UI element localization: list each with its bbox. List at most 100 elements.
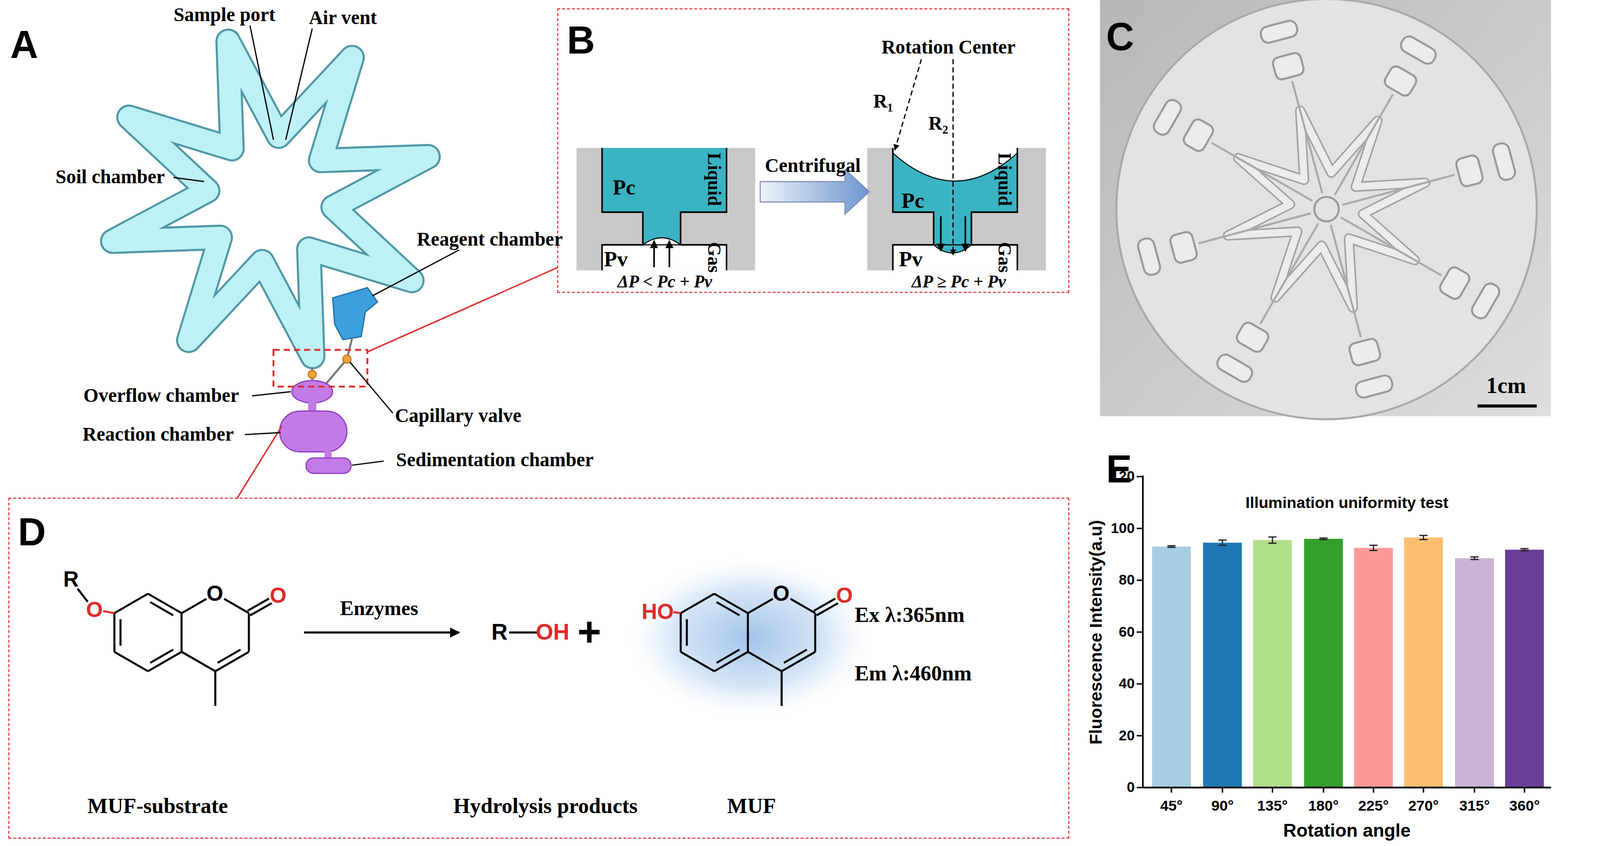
error-bar	[1221, 540, 1223, 546]
error-bar	[1167, 545, 1176, 547]
soil-chamber-outline	[112, 41, 429, 357]
channel-wall	[867, 147, 1046, 271]
liquid	[601, 147, 727, 245]
axis-tick-label: 80	[1118, 571, 1135, 589]
sedimentation-chamber	[306, 457, 351, 474]
axis-tick	[1523, 787, 1526, 793]
chip-chamber	[1136, 236, 1162, 277]
capillary-valve	[342, 355, 352, 364]
error-bar	[1419, 539, 1428, 541]
panel-text: Liquid	[703, 152, 725, 206]
channel-wall	[576, 147, 755, 271]
axis-tick-label: 60	[1118, 624, 1135, 641]
chemical-bond	[783, 649, 807, 663]
panel-text: Enzymes	[340, 597, 419, 621]
panel-text: Ex λ:365nm	[854, 602, 965, 628]
radius-line	[894, 58, 922, 150]
chemical-bond	[679, 613, 682, 653]
axis-tick	[1136, 735, 1143, 737]
error-bar	[1319, 539, 1328, 541]
chip-chamber	[1354, 373, 1395, 400]
panel-text: R	[491, 619, 508, 646]
error-bar	[1268, 536, 1277, 538]
panel-text: ΔP < Pc + Pv	[617, 272, 713, 293]
axis-tick-label: 0	[1126, 779, 1135, 796]
axis-tick	[1136, 683, 1143, 686]
error-bar	[1167, 546, 1176, 548]
chip-spoke	[1334, 94, 1393, 196]
panel-text: R₂	[928, 113, 948, 136]
chemical-bond	[113, 613, 116, 653]
panel-text: MUF-substrate	[87, 793, 229, 818]
x-axis	[1142, 786, 1552, 789]
chip-chamber	[1469, 281, 1502, 321]
part-name: Air vent	[309, 7, 377, 30]
part-name: Sample port	[173, 3, 276, 27]
channel	[324, 338, 352, 386]
category-label: 90°	[1211, 797, 1234, 815]
chemical-bond	[790, 599, 816, 614]
bar	[1202, 542, 1242, 788]
chip-chamber	[1382, 64, 1419, 99]
chip-chamber	[1258, 19, 1299, 45]
chemical-bond	[673, 612, 682, 614]
axis-tick	[1136, 579, 1143, 582]
leader-line	[349, 362, 393, 414]
part-name: Reagent chamber	[416, 228, 563, 251]
bar	[1304, 539, 1343, 788]
leader-line	[173, 177, 204, 182]
chip-chamber	[1491, 142, 1517, 182]
panel-text: O	[85, 597, 103, 623]
chemical-bond	[813, 598, 836, 611]
category-label: 180°	[1308, 797, 1339, 815]
leader-line	[285, 28, 313, 140]
pressure-arrow	[964, 216, 967, 252]
zoom-line	[236, 426, 282, 499]
axis-tick	[1271, 787, 1274, 793]
bar	[1151, 546, 1191, 788]
chemical-bond	[181, 599, 207, 614]
panel-letter: C	[1106, 14, 1135, 59]
panel-text: R	[63, 566, 79, 592]
leader-line	[252, 391, 291, 396]
error-bar	[1520, 547, 1529, 549]
panel-text: Pc	[612, 174, 636, 200]
chemical-bond	[119, 619, 122, 646]
zoom-line	[367, 267, 559, 352]
panel-text: Liquid	[994, 152, 1016, 206]
dashed-panel-box: BRotation CenterR₁R₂PcLiquidPvGasΔP < Pc…	[557, 8, 1070, 293]
error-bar	[1369, 544, 1378, 546]
category-label: 270°	[1408, 797, 1439, 815]
chemical-bond	[814, 613, 817, 653]
chemical-bond	[103, 611, 115, 614]
chemical-bond	[114, 593, 148, 613]
leader-line	[372, 250, 460, 296]
panel-text: Gas	[703, 242, 725, 273]
axis-tick-label: 40	[1118, 675, 1135, 692]
chip-channel	[1228, 110, 1426, 308]
error-bar	[1369, 549, 1378, 551]
chemical-bond	[780, 671, 783, 707]
chamber-neck	[308, 400, 317, 413]
chemical-bond	[250, 603, 272, 616]
category-label: 225°	[1358, 797, 1389, 815]
error-bar	[1271, 537, 1273, 544]
chemical-bond	[680, 593, 715, 613]
axis-tick	[1221, 787, 1224, 793]
axis-tick	[1136, 631, 1143, 633]
axis-tick	[1322, 787, 1325, 793]
overflow-chamber	[291, 380, 333, 404]
panel-letter: D	[17, 510, 46, 555]
error-bar	[1218, 544, 1227, 546]
chip-spoke	[1342, 174, 1456, 205]
chemical-bond	[150, 649, 174, 663]
chip-chamber	[1398, 33, 1439, 67]
axis-tick	[1372, 787, 1375, 793]
chip-chamber	[1169, 230, 1199, 265]
panel-text: OH	[535, 619, 570, 646]
error-bar	[1470, 559, 1479, 561]
bar	[1253, 540, 1292, 788]
axis-tick	[1136, 787, 1143, 789]
chemical-bond	[214, 671, 217, 707]
